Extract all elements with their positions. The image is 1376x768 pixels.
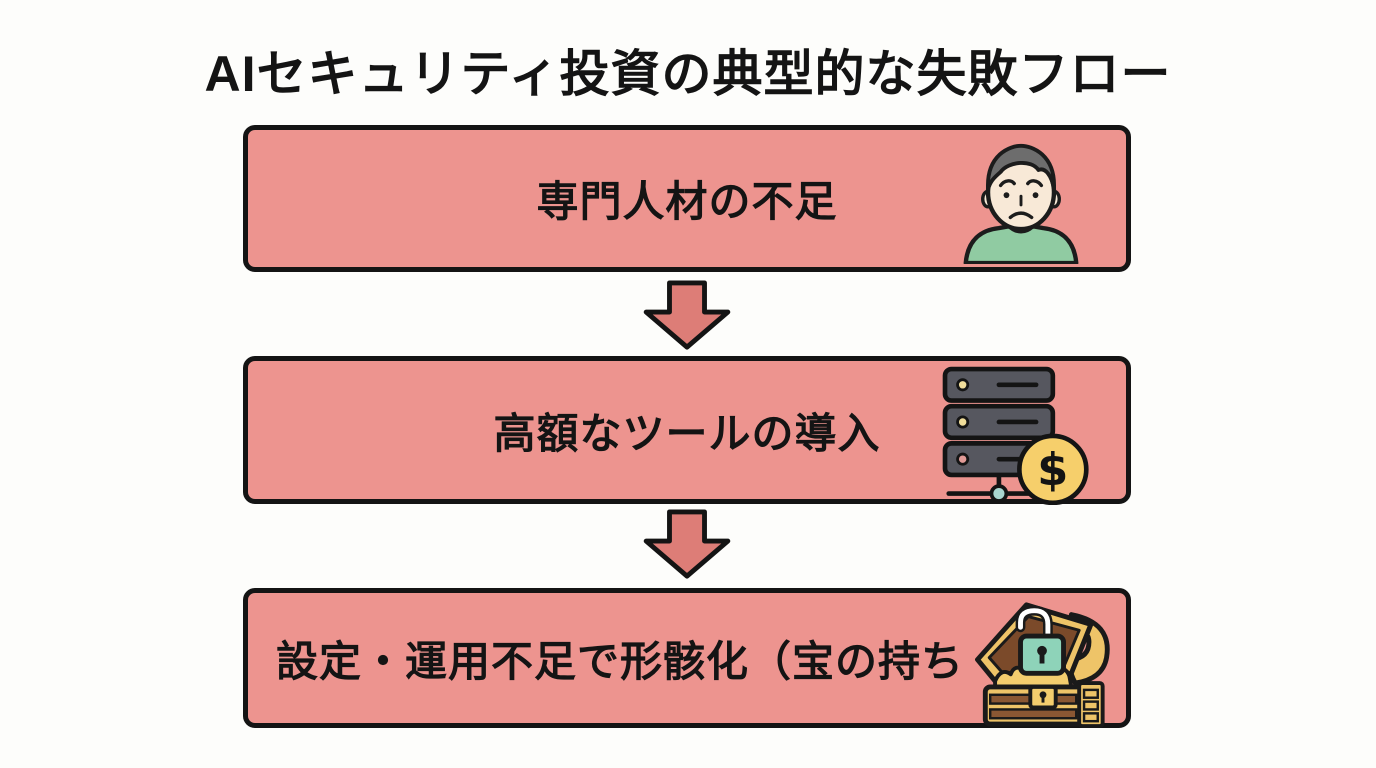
flow-step-personnel-shortage: 専門人材の不足 bbox=[243, 125, 1131, 272]
flow-step-expensive-tools: 高額なツールの導入 $ bbox=[243, 356, 1131, 505]
down-arrow-icon bbox=[643, 280, 731, 350]
down-arrow-icon bbox=[643, 509, 731, 579]
treasure-chest-icon bbox=[975, 602, 1110, 729]
step-label: 専門人材の不足 bbox=[536, 178, 838, 225]
flow-step-unused-tools: 設定・運用不足で形骸化（宝の持ち bbox=[243, 588, 1131, 729]
step-label: 設定・運用不足で形骸化（宝の持ち bbox=[276, 637, 965, 685]
diagram-title: AIセキュリティ投資の典型的な失敗フロー bbox=[204, 46, 1172, 102]
worried-person-icon bbox=[963, 143, 1079, 264]
step-label: 高額なツールの導入 bbox=[493, 409, 881, 457]
server-dollar-icon: $ bbox=[942, 366, 1089, 505]
svg-text:$: $ bbox=[1037, 444, 1068, 496]
